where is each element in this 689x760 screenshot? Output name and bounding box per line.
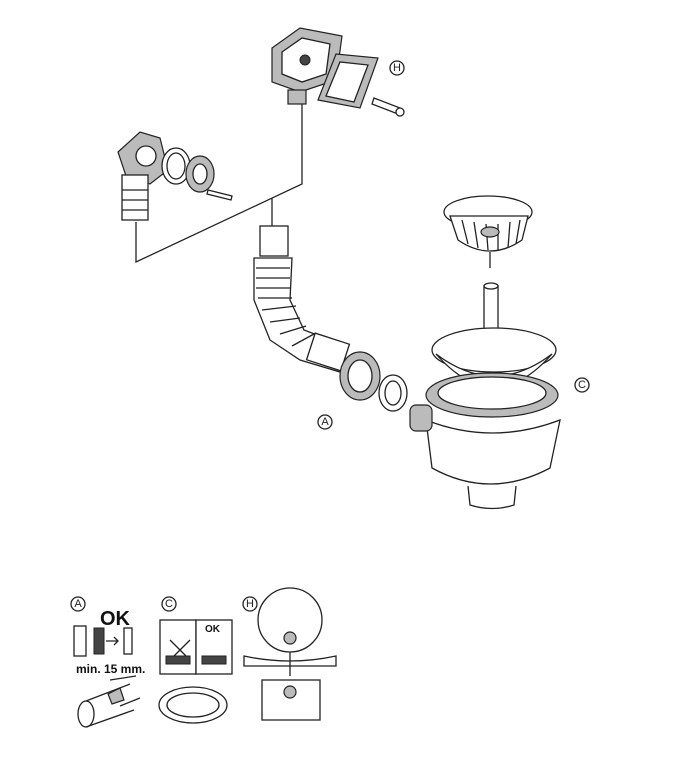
detail-h-label: H [246, 598, 254, 610]
connection-line [135, 104, 303, 264]
flexible-hose-part [253, 225, 408, 412]
detail-a-label: A [74, 598, 82, 610]
overflow-cover-part [271, 27, 405, 117]
label-c-callout: C [574, 377, 590, 393]
label-h-callout: H [389, 60, 405, 76]
detail-panel-a: A OK min. 15 mm. [70, 596, 145, 728]
label-a-callout: A [317, 414, 333, 430]
detail-c-ok: OK [205, 624, 221, 635]
label-a: A [321, 416, 329, 428]
detail-a-min-text: min. 15 mm. [76, 662, 145, 676]
detail-a-ok: OK [100, 608, 131, 630]
detail-c-label: C [165, 598, 173, 610]
detail-panel-h: H [242, 587, 337, 721]
basket-strainer-part [409, 195, 561, 510]
overflow-outlet-part [117, 131, 233, 221]
label-h: H [393, 62, 401, 74]
label-c: C [578, 379, 586, 391]
detail-panel-c: C OK [158, 596, 233, 724]
